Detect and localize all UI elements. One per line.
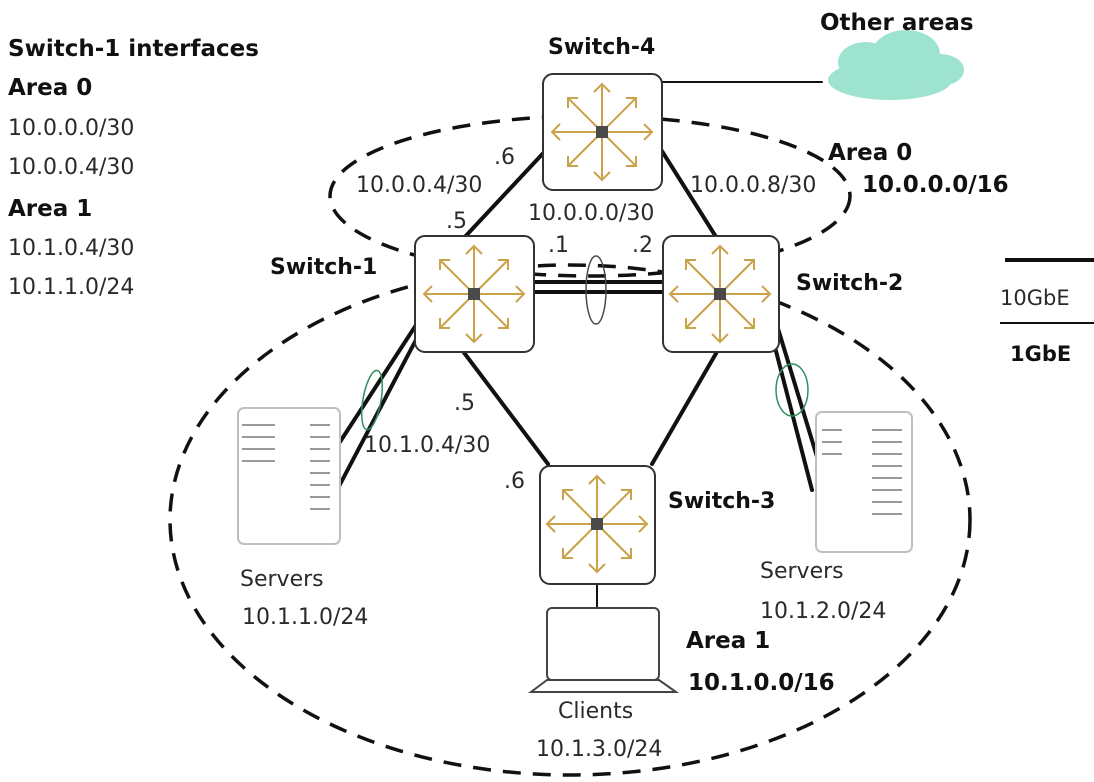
switch-1-label: Switch-1: [270, 255, 377, 280]
link-sw1-end-label: .5: [446, 209, 467, 234]
interfaces-area0-subnet: 10.0.0.0/30: [8, 116, 134, 141]
link-sw1-sw4-subnet: 10.0.0.4/30: [356, 173, 482, 198]
interfaces-area0-heading: Area 0: [8, 75, 92, 101]
link-sw1-servers-b: [334, 334, 420, 494]
servers-left-net: 10.1.1.0/24: [242, 605, 368, 630]
link-sw2-sw3: [650, 348, 720, 466]
clients-net: 10.1.3.0/24: [536, 737, 662, 762]
lag-ring-left: [360, 369, 384, 431]
link-sw1-sw3-left-label: .5: [454, 391, 475, 416]
area1-net: 10.1.0.0/16: [688, 670, 835, 696]
link-sw2-sw4-subnet: 10.0.0.8/30: [690, 173, 816, 198]
area1-boundary: [168, 263, 972, 777]
link-sw1-sw2-left-label: .1: [548, 233, 569, 258]
switch-1[interactable]: [414, 235, 535, 353]
link-sw1-sw2-right-label: .2: [632, 233, 653, 258]
interfaces-area0-subnet: 10.0.0.4/30: [8, 155, 134, 180]
cloud-icon: [828, 30, 964, 100]
other-areas-label: Other areas: [820, 10, 974, 36]
interfaces-area1-subnet: 10.1.0.4/30: [8, 236, 134, 261]
link-sw2-sw4: [658, 146, 720, 242]
link-sw1-sw2-subnet: 10.0.0.0/30: [528, 201, 654, 226]
area1-name: Area 1: [686, 628, 770, 654]
link-sw1-sw3: [460, 348, 550, 466]
server-right-icon: [815, 411, 913, 553]
servers-left-label: Servers: [240, 567, 324, 592]
switch-4-label: Switch-4: [548, 35, 655, 60]
area0-net: 10.0.0.0/16: [862, 172, 1009, 198]
link-sw1-sw4: [460, 146, 550, 242]
servers-right-net: 10.1.2.0/24: [760, 599, 886, 624]
servers-right-label: Servers: [760, 559, 844, 584]
switch-2-label: Switch-2: [796, 271, 903, 296]
clients-label: Clients: [558, 699, 633, 724]
area0-name: Area 0: [828, 140, 912, 166]
laptop-icon: [528, 607, 680, 693]
switch-3-label: Switch-3: [668, 489, 775, 514]
legend-1gbe-label: 1GbE: [1010, 342, 1071, 366]
switch-3[interactable]: [539, 465, 656, 585]
server-left-icon: [237, 407, 341, 545]
switch-4[interactable]: [542, 73, 663, 191]
link-sw1-sw3-subnet: 10.1.0.4/30: [364, 433, 490, 458]
link-sw4-end-label: .6: [494, 145, 515, 170]
link-sw2-servers-b: [768, 326, 814, 492]
lag-ring-core: [585, 255, 607, 325]
lag-ring-right: [775, 363, 809, 417]
link-sw1-servers-a: [334, 320, 420, 450]
link-sw2-servers-a: [774, 320, 820, 462]
interfaces-area1-subnet: 10.1.1.0/24: [8, 275, 134, 300]
switch-2[interactable]: [662, 235, 780, 353]
interfaces-title: Switch-1 interfaces: [8, 36, 259, 62]
interfaces-area1-heading: Area 1: [8, 196, 92, 222]
link-sw3-end-label: .6: [504, 469, 525, 494]
legend-10gbe-label: 10GbE: [1000, 286, 1070, 310]
links: [334, 81, 823, 609]
